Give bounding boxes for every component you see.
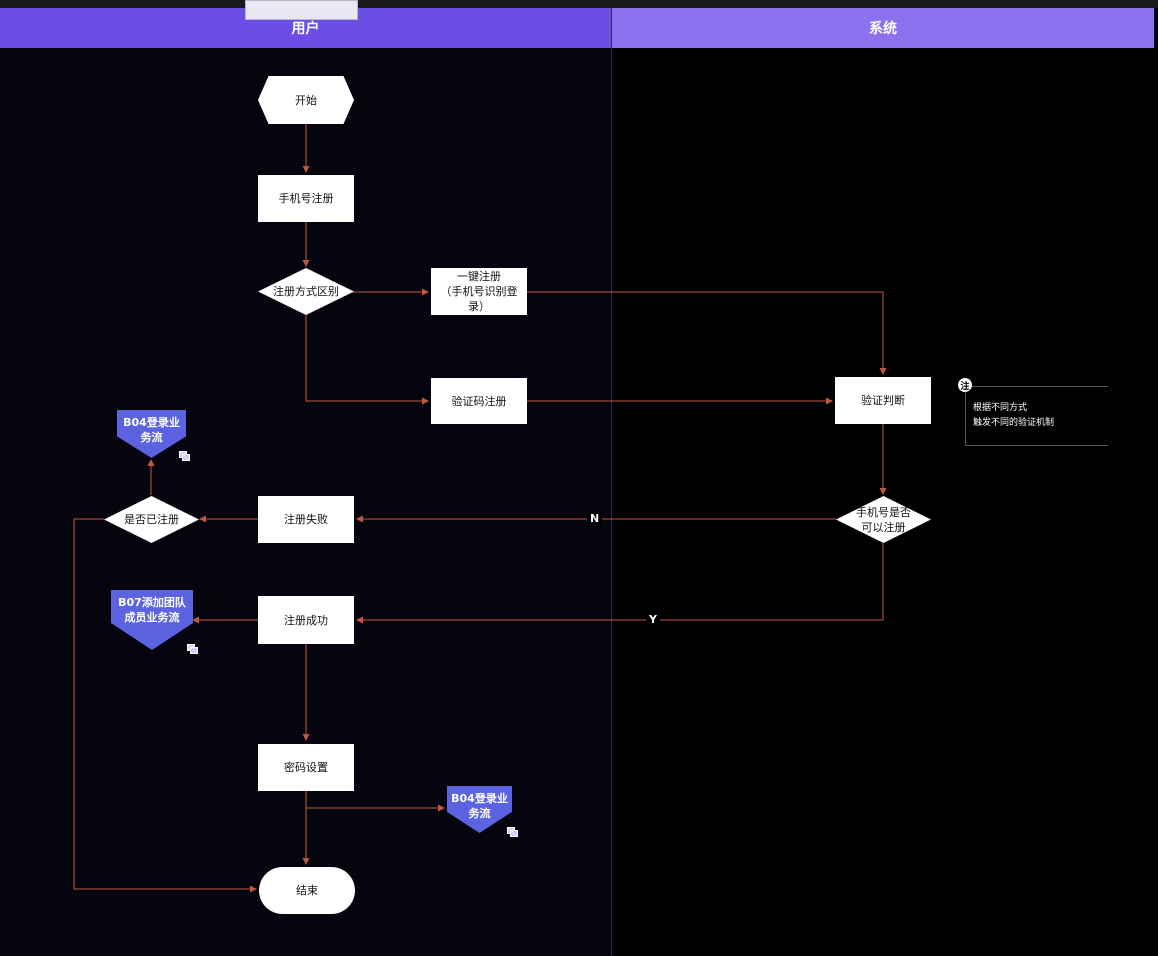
phone-register-node[interactable]: 手机号注册 <box>258 175 354 222</box>
annotation-badge[interactable]: 注 <box>958 378 972 392</box>
edge-oneclick-to-verify <box>527 291 887 375</box>
edge-label-yes: Y <box>646 613 660 626</box>
password-setup-node[interactable]: 密码设置 <box>258 744 354 791</box>
copy-icon <box>187 644 198 654</box>
copy-icon <box>179 451 190 461</box>
annotation-box <box>965 386 1108 446</box>
end-node[interactable]: 结束 <box>259 867 355 914</box>
top-strip <box>0 0 1158 8</box>
selected-tab-chip[interactable] <box>245 0 358 20</box>
edge-method-to-code <box>305 315 429 405</box>
code-register-node[interactable]: 验证码注册 <box>431 378 527 424</box>
system-lane-header: 系统 <box>612 8 1154 48</box>
verify-node[interactable]: 验证判断 <box>835 377 931 424</box>
edge-already-to-end <box>73 518 257 893</box>
annotation-text: 根据不同方式 触发不同的验证机制 <box>973 403 1055 428</box>
copy-icon <box>507 827 518 837</box>
edge-label-no: N <box>587 512 603 525</box>
register-success-node[interactable]: 注册成功 <box>258 596 354 644</box>
lane-divider <box>611 8 612 956</box>
edge-check-yes <box>356 543 884 624</box>
one-click-register-node[interactable]: 一键注册 （手机号识别登 录） <box>431 268 527 315</box>
register-fail-node[interactable]: 注册失败 <box>258 496 354 543</box>
start-node[interactable]: 开始 <box>258 76 354 124</box>
